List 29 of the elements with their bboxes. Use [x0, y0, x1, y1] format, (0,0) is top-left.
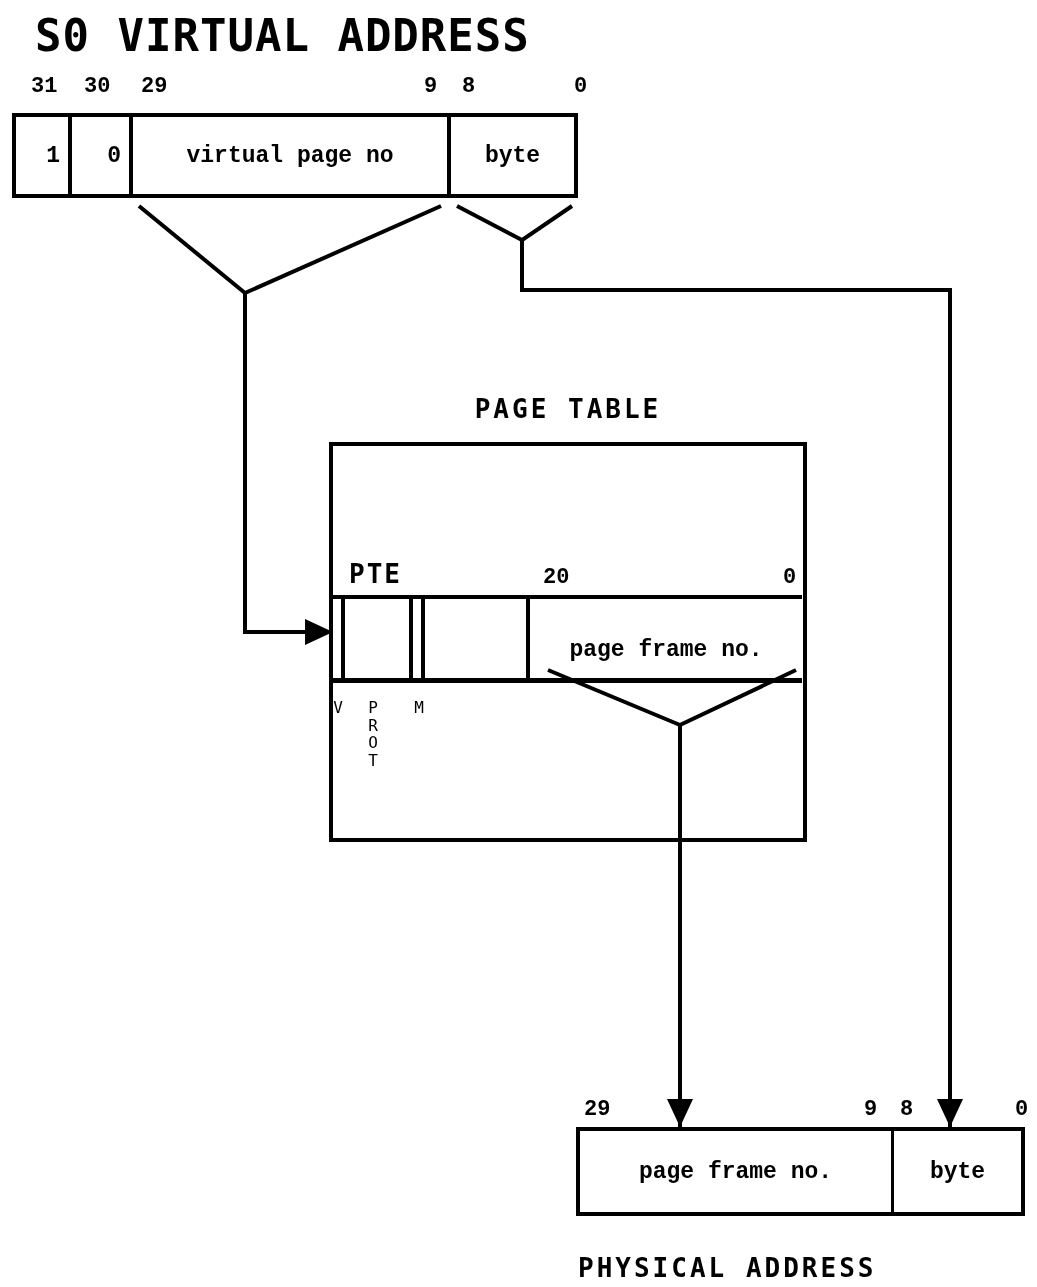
bit-number: 29: [141, 74, 168, 99]
field-label: virtual page no: [186, 142, 394, 169]
field-label: byte: [484, 142, 541, 169]
bit-number: 0: [1015, 1097, 1029, 1122]
field-label: page frame no.: [569, 636, 763, 663]
bracket-arrow: [546, 668, 798, 1129]
bracket-arrow: [137, 204, 443, 645]
field-label: 1: [46, 142, 60, 169]
bit-label: M: [413, 699, 425, 717]
bit-number: 8: [462, 74, 476, 99]
bit-number: 31: [31, 74, 58, 99]
bit-number: 29: [584, 1097, 611, 1122]
section-heading: PAGE TABLE: [473, 394, 663, 424]
bit-number: 0: [574, 74, 588, 99]
bracket-arrow: [455, 204, 963, 1129]
bit-number: 8: [900, 1097, 914, 1122]
bit-label: PROT: [367, 699, 379, 770]
bit-number: 9: [424, 74, 438, 99]
section-heading: PHYSICAL ADDRESS: [578, 1253, 877, 1283]
diagram-title: S0 VIRTUAL ADDRESS: [35, 10, 530, 61]
bit-number: 30: [84, 74, 111, 99]
bit-label: V: [332, 699, 344, 717]
field-label: byte: [929, 1158, 986, 1185]
bit-number: 9: [864, 1097, 878, 1122]
field-label: 0: [107, 142, 121, 169]
section-heading: PTE: [349, 559, 402, 589]
bit-number: 0: [783, 565, 797, 590]
field-label: page frame no.: [638, 1158, 833, 1185]
bit-number: 20: [543, 565, 570, 590]
